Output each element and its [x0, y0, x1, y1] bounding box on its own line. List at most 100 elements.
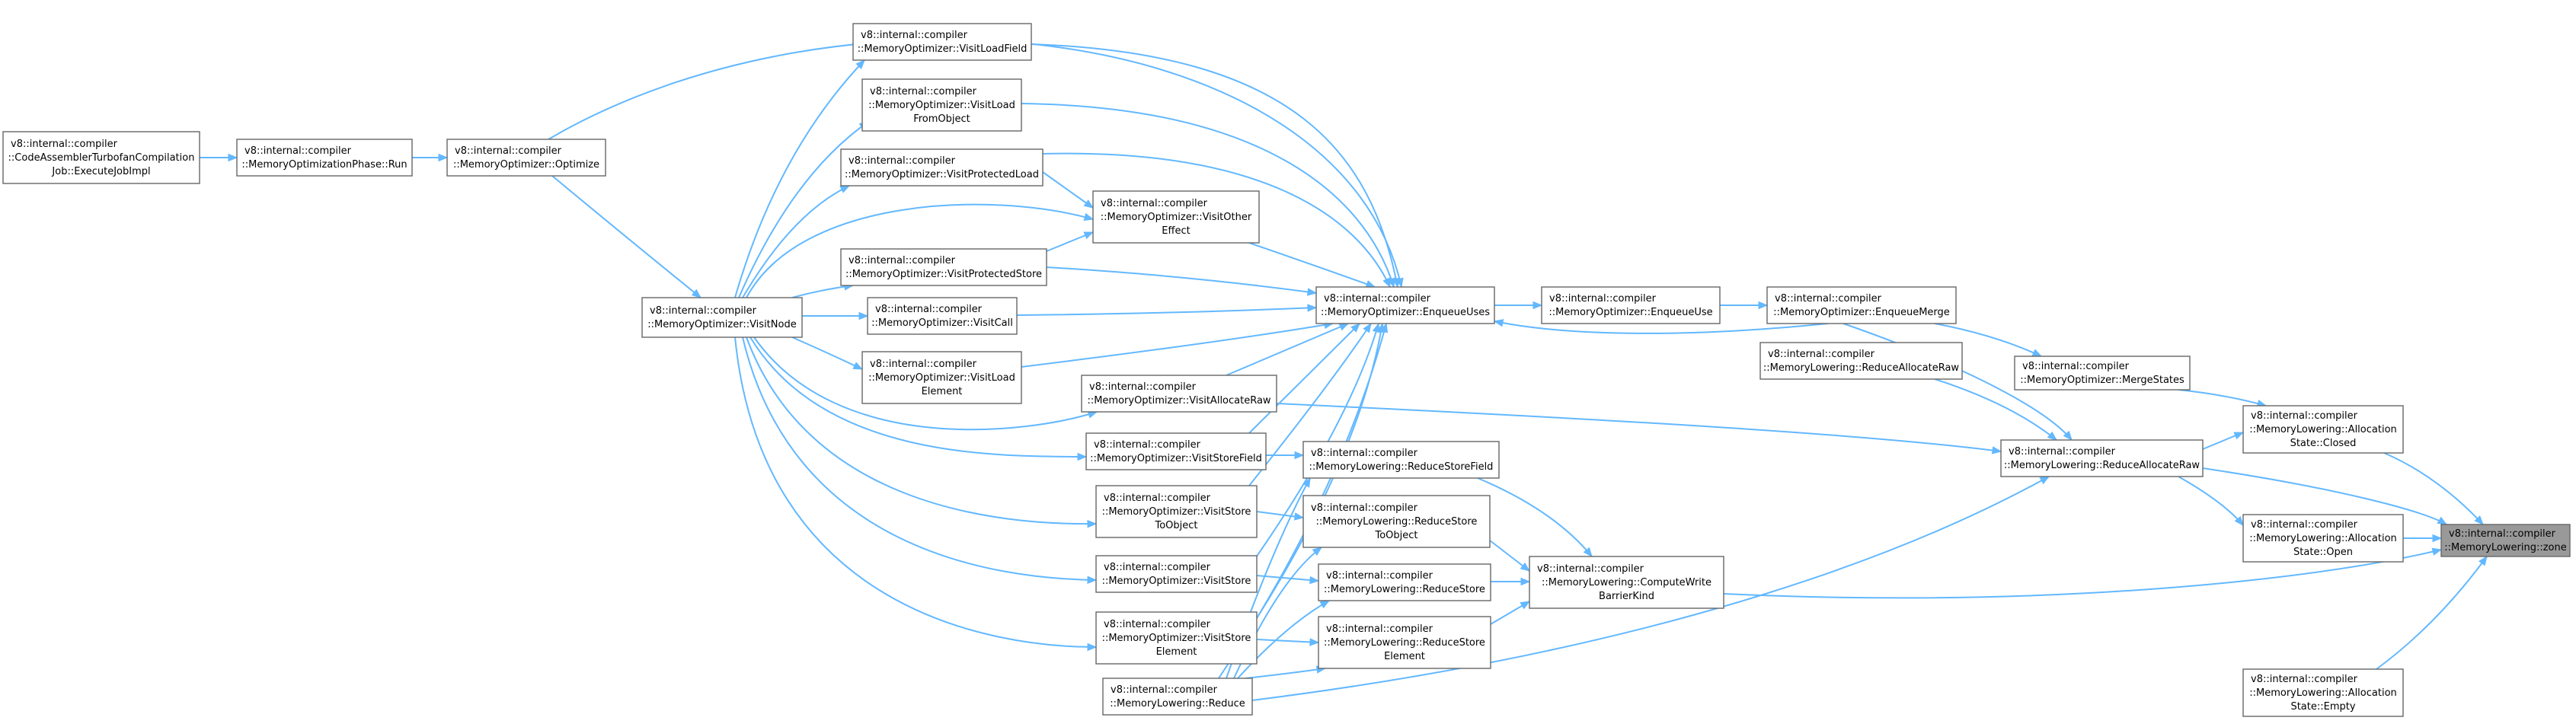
call-edge: [1248, 322, 1372, 486]
node-label-line: Job::ExecuteJobImpl: [51, 166, 150, 177]
graph-node-memorylowering-computewritebarrierkind[interactable]: v8::internal::compiler::MemoryLowering::…: [1529, 556, 1724, 609]
call-edge: [1720, 301, 1769, 310]
node-label-line: ::MemoryOptimizer::VisitCall: [871, 317, 1013, 329]
graph-node-memoryoptimizer-visitloadfield[interactable]: v8::internal::compiler::MemoryOptimizer:…: [852, 23, 1032, 61]
graph-node-memoryoptimizer-visitloadelement[interactable]: v8::internal::compiler::MemoryOptimizer:…: [861, 351, 1022, 404]
node-label-line: ::MemoryOptimizer::EnqueueUse: [1548, 307, 1712, 318]
node-label-line: v8::internal::compiler: [875, 304, 983, 315]
edge-arrowhead: [858, 311, 869, 320]
call-edge: [1490, 601, 1531, 625]
node-box: [1315, 286, 1495, 324]
graph-node-memoryoptimizer-visitstoreelement[interactable]: v8::internal::compiler::MemoryOptimizer:…: [1095, 611, 1258, 665]
graph-node-memoryoptimizer-visitallocateraw[interactable]: v8::internal::compiler::MemoryOptimizer:…: [1081, 375, 1277, 413]
node-box: [861, 351, 1022, 404]
node-label-line: ::MemoryOptimizer::VisitNode: [647, 319, 796, 330]
edge-line: [734, 336, 1097, 648]
edge-arrowhead: [1338, 323, 1350, 331]
node-box: [2242, 514, 2404, 563]
node-label-line: ::CodeAssemblerTurbofanCompilation: [8, 152, 195, 164]
node-label-line: ::MemoryOptimizer::VisitProtectedLoad: [845, 169, 1039, 180]
call-edge: [746, 203, 1095, 298]
edge-line: [2202, 467, 2447, 525]
graph-node-memorylowering-reducestoreelement[interactable]: v8::internal::compiler::MemoryLowering::…: [1318, 616, 1491, 669]
edge-line: [1016, 307, 1317, 316]
node-label-line: ::MemoryLowering::Allocation: [2249, 424, 2397, 435]
call-edge: [551, 175, 702, 298]
graph-node-codeassemblerturbofancompilationjob-executejobimpl[interactable]: v8::internal::compiler::CodeAssemblerTur…: [2, 131, 200, 184]
graph-node-memoryoptimizer-visitprotectedload[interactable]: v8::internal::compiler::MemoryOptimizer:…: [840, 148, 1044, 187]
node-box: [2440, 524, 2571, 557]
graph-node-allocationstate-empty[interactable]: v8::internal::compiler::MemoryLowering::…: [2242, 668, 2404, 717]
call-edge: [1046, 231, 1095, 252]
edge-arrowhead: [852, 362, 864, 370]
edge-line: [2178, 476, 2244, 526]
node-label-line: v8::internal::compiler: [1111, 684, 1218, 696]
graph-node-memorylowering-reduceallocateraw[interactable]: v8::internal::compiler::MemoryLowering::…: [2000, 439, 2204, 477]
edge-line: [746, 203, 1094, 298]
edge-line: [2178, 389, 2267, 407]
node-label-line: v8::internal::compiler: [1324, 293, 1431, 305]
graph-node-memoryoptimizer-visitprotectedstore[interactable]: v8::internal::compiler::MemoryOptimizer:…: [840, 248, 1047, 286]
edge-arrowhead: [2474, 515, 2484, 525]
graph-node-memorylowering-reducestore[interactable]: v8::internal::compiler::MemoryLowering::…: [1318, 563, 1491, 601]
edge-line: [2383, 452, 2484, 525]
graph-node-memoryoptimizer-enqueueuses[interactable]: v8::internal::compiler::MemoryOptimizer:…: [1315, 286, 1495, 324]
node-label-line: State::Closed: [2290, 438, 2357, 449]
edge-arrowhead: [2432, 534, 2443, 543]
graph-node-memoryoptimizationphase-run[interactable]: v8::internal::compiler::MemoryOptimizati…: [236, 139, 413, 177]
node-box: [1095, 611, 1258, 665]
call-edge: [2178, 476, 2244, 527]
edge-line: [1256, 575, 1319, 582]
edge-line: [1251, 476, 2050, 701]
call-edge: [2403, 534, 2443, 543]
node-label-line: v8::internal::compiler: [2251, 410, 2358, 422]
call-edge: [1491, 577, 1531, 586]
node-label-line: ::MemoryOptimizer::VisitStore: [1102, 633, 1251, 644]
node-label-line: v8::internal::compiler: [1094, 439, 1201, 451]
graph-node-memoryoptimizer-visitstoretoobject[interactable]: v8::internal::compiler::MemoryOptimizer:…: [1095, 485, 1258, 538]
edge-line: [2376, 556, 2488, 670]
graph-node-memoryoptimizer-visitcall[interactable]: v8::internal::compiler::MemoryOptimizer:…: [867, 297, 1018, 335]
graph-node-memoryoptimizer-visitstorefield[interactable]: v8::internal::compiler::MemoryOptimizer:…: [1085, 432, 1267, 470]
edge-line: [1021, 103, 1395, 288]
graph-node-memoryoptimizer-visitothereffect[interactable]: v8::internal::compiler::MemoryOptimizer:…: [1092, 190, 1260, 244]
call-edge: [1021, 320, 1334, 368]
graph-node-allocationstate-open[interactable]: v8::internal::compiler::MemoryLowering::…: [2242, 514, 2404, 563]
graph-node-memoryoptimizer-visitnode[interactable]: v8::internal::compiler::MemoryOptimizer:…: [641, 297, 803, 338]
node-label-line: ::MemoryOptimizer::VisitLoad: [868, 100, 1015, 111]
node-label-line: v8::internal::compiler: [1537, 563, 1644, 575]
graph-node-memoryoptimizer-enqueuemerge[interactable]: v8::internal::compiler::MemoryOptimizer:…: [1766, 286, 1957, 324]
node-label-line: v8::internal::compiler: [1311, 502, 1418, 514]
node-box: [840, 248, 1047, 286]
edge-arrowhead: [2047, 431, 2058, 441]
graph-node-memoryoptimizer-visitloadfromobject[interactable]: v8::internal::compiler::MemoryOptimizer:…: [861, 78, 1022, 132]
edge-arrowhead: [1087, 519, 1098, 528]
graph-node-memoryoptimizer-mergestates[interactable]: v8::internal::compiler::MemoryOptimizer:…: [2014, 356, 2191, 391]
graph-node-memorylowering-reducestoretoobject[interactable]: v8::internal::compiler::MemoryLowering::…: [1302, 495, 1491, 548]
node-label-line: ::MemoryOptimizer::VisitStore: [1102, 506, 1251, 518]
node-label-line: Element: [922, 386, 963, 397]
node-label-line: v8::internal::compiler: [861, 30, 968, 41]
node-box: [861, 78, 1022, 132]
node-label-line: v8::internal::compiler: [1104, 493, 1211, 504]
edge-line: [1226, 323, 1349, 376]
edge-line: [1046, 266, 1317, 294]
edge-line: [742, 185, 850, 298]
graph-node-memoryoptimizer-optimize[interactable]: v8::internal::compiler::MemoryOptimizer:…: [446, 139, 606, 177]
graph-node-memorylowering-reduceallocateraw-2[interactable]: v8::internal::compiler::MemoryLowering::…: [1759, 342, 1963, 380]
graph-node-memoryoptimizer-visitstore[interactable]: v8::internal::compiler::MemoryOptimizer:…: [1095, 555, 1258, 593]
node-label-line: ::MemoryOptimizer::MergeStates: [2020, 375, 2184, 386]
node-label-line: ::MemoryLowering::ReduceStore: [1316, 516, 1478, 528]
graph-node-memoryoptimizer-enqueueuse[interactable]: v8::internal::compiler::MemoryOptimizer:…: [1541, 286, 1721, 324]
call-edge: [2202, 467, 2448, 525]
edge-arrowhead: [1083, 199, 1095, 209]
call-edge: [1934, 378, 2058, 441]
node-label-line: ::MemoryOptimizationPhase::Run: [241, 159, 407, 171]
node-label-line: ::MemoryOptimizer::VisitOther: [1101, 212, 1252, 223]
edge-arrowhead: [1294, 451, 1305, 460]
graph-node-memorylowering-reduce[interactable]: v8::internal::compiler::MemoryLowering::…: [1102, 678, 1253, 716]
graph-node-allocationstate-closed[interactable]: v8::internal::compiler::MemoryLowering::…: [2242, 405, 2404, 454]
graph-node-memorylowering-reducestorefield[interactable]: v8::internal::compiler::MemoryLowering::…: [1302, 441, 1500, 479]
node-box: [1092, 190, 1260, 244]
node-label-line: ToObject: [1374, 530, 1417, 541]
